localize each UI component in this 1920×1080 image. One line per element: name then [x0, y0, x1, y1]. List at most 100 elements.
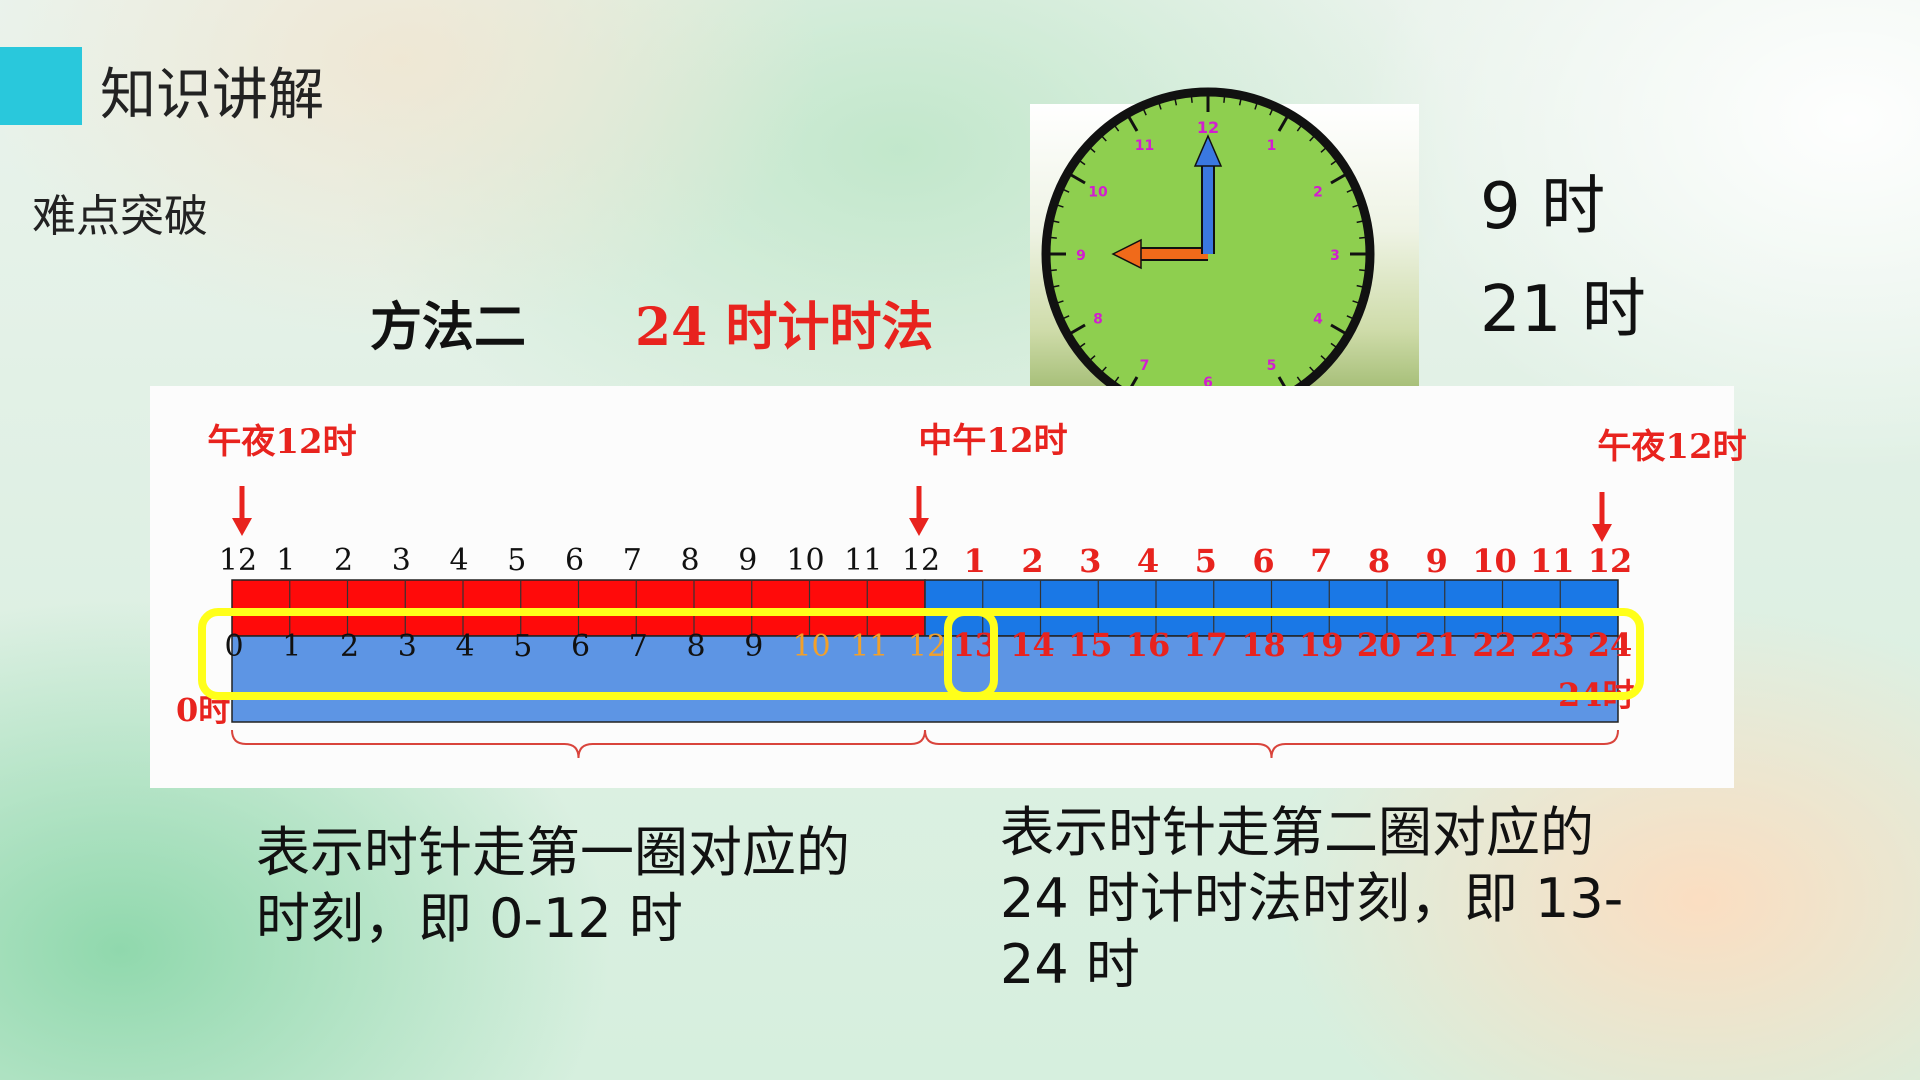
clock-number: 8: [1093, 312, 1103, 328]
marker-arrowhead: [1592, 524, 1612, 542]
time-label-first: 9 时: [1480, 170, 1606, 244]
clock-minute-tick: [1050, 269, 1057, 272]
top-label-pm: 9: [1426, 542, 1448, 580]
clock-minute-tick: [1079, 160, 1086, 166]
bottom-label-second: 17: [1183, 626, 1228, 664]
bottom-label-second: 18: [1241, 626, 1286, 664]
clock-minute-tick: [1330, 160, 1337, 166]
bottom-label-first: 3: [398, 629, 417, 664]
highlight-box-second: [944, 608, 1644, 700]
section-title: 知识讲解: [100, 63, 324, 128]
clock-minute-tick: [1356, 284, 1363, 288]
clock-minute-tick: [1346, 189, 1353, 193]
top-label-pm: 2: [1021, 542, 1043, 580]
method-label: 方法二: [370, 298, 527, 358]
clock-number: 4: [1313, 312, 1323, 328]
top-label-pm: 3: [1079, 542, 1101, 580]
clock-minute-tick: [1053, 284, 1060, 288]
top-label-am: 7: [623, 543, 642, 578]
clock-minute-tick: [1190, 96, 1193, 103]
hour-hand-arrowhead: [1111, 238, 1142, 270]
caption-left-line-1: 表示时针走第一圈对应的: [256, 821, 850, 884]
clock-minute-tick: [1356, 220, 1363, 224]
clock-number: 5: [1267, 358, 1277, 374]
top-label-pm: 6: [1252, 542, 1274, 580]
bottom-label-first: 12: [908, 629, 946, 664]
clock-hour-tick: [1330, 323, 1346, 335]
clock-number: 11: [1135, 138, 1154, 154]
top-label-am: 2: [334, 543, 353, 578]
clock-minute-tick: [1269, 109, 1273, 116]
caption-left: 表示时针走第一圈对应的 时刻，即 0-12 时: [256, 820, 916, 952]
bottom-label-first: 7: [629, 629, 648, 664]
clock-minute-tick: [1114, 376, 1120, 383]
bottom-label-second: 24: [1588, 626, 1633, 664]
bottom-label-first: 8: [686, 629, 705, 664]
clock-minute-tick: [1101, 366, 1107, 372]
clock-minute-tick: [1050, 236, 1057, 239]
top-label-am: 4: [449, 543, 468, 578]
bottom-label-second: 23: [1530, 626, 1575, 664]
clock-minute-tick: [1057, 204, 1064, 208]
top-label-am: 12: [902, 543, 940, 578]
lower-bar: [231, 635, 1619, 723]
bottom-label-second: 14: [1010, 626, 1055, 664]
clock-minute-tick: [1114, 125, 1120, 132]
highlight-box-first: [198, 608, 998, 700]
top-label-am: 6: [565, 543, 584, 578]
clock-minute-tick: [1158, 103, 1162, 110]
top-label-am: 10: [786, 543, 824, 578]
bottom-label-second: 22: [1472, 626, 1517, 664]
clock-minute-tick: [1320, 147, 1326, 153]
clock-minute-tick: [1063, 189, 1070, 193]
top-label-pm: 11: [1530, 542, 1575, 580]
clock-minute-tick: [1296, 125, 1302, 132]
caption-right-line-3: 24 时: [1000, 933, 1140, 996]
bottom-label-first: 11: [850, 629, 888, 664]
top-label-pm: 8: [1368, 542, 1390, 580]
caption-right: 表示时针走第二圈对应的 24 时计时法时刻，即 13- 24 时: [1000, 800, 1640, 998]
clock-number: 7: [1140, 358, 1150, 374]
clock-number: 6: [1203, 375, 1213, 391]
top-label-pm: 4: [1137, 542, 1159, 580]
bottom-label-first: 6: [571, 629, 590, 664]
clock-hour-tick: [1330, 173, 1346, 185]
clock-minute-tick: [1143, 109, 1147, 116]
top-label-pm: 12: [1588, 542, 1633, 580]
bottom-label-second: 19: [1299, 626, 1344, 664]
top-label-pm: 1: [964, 542, 986, 580]
top-label-am: 8: [680, 543, 699, 578]
subtitle: 难点突破: [32, 191, 208, 242]
clock-minute-tick: [1309, 366, 1315, 372]
accent-square: [0, 47, 82, 125]
clock-minute-tick: [1063, 315, 1070, 319]
caption-right-line-2: 24 时计时法时刻，即 13-: [1000, 867, 1624, 930]
clock-hour-tick: [1127, 116, 1139, 132]
clock-minute-tick: [1296, 376, 1302, 383]
marker-left-label: 午夜12时: [207, 422, 356, 462]
top-label-am: 3: [392, 543, 411, 578]
caption-left-line-2: 时刻，即 0-12 时: [256, 887, 683, 950]
clock-minute-tick: [1079, 342, 1086, 348]
clock-minute-tick: [1309, 136, 1315, 142]
clock-number: 10: [1088, 185, 1108, 201]
clock-minute-tick: [1101, 136, 1107, 142]
caption-right-line-1: 表示时针走第二圈对应的: [1000, 801, 1594, 864]
clock-number: 9: [1076, 248, 1086, 264]
top-label-pm: 10: [1472, 542, 1517, 580]
clock-minute-tick: [1346, 315, 1353, 319]
top-label-pm: 7: [1310, 542, 1332, 580]
brace-first: [231, 729, 926, 759]
brace-second: [924, 729, 1619, 759]
top-label-am: 11: [844, 543, 882, 578]
bottom-label-second: 13: [952, 626, 997, 664]
bottom-label-first: 5: [513, 629, 532, 664]
bottom-label-second: 21: [1414, 626, 1459, 664]
clock-minute-tick: [1359, 269, 1366, 272]
clock-number: 2: [1313, 185, 1323, 201]
marker-arrowhead: [232, 518, 252, 536]
top-label-am: 1: [276, 543, 295, 578]
